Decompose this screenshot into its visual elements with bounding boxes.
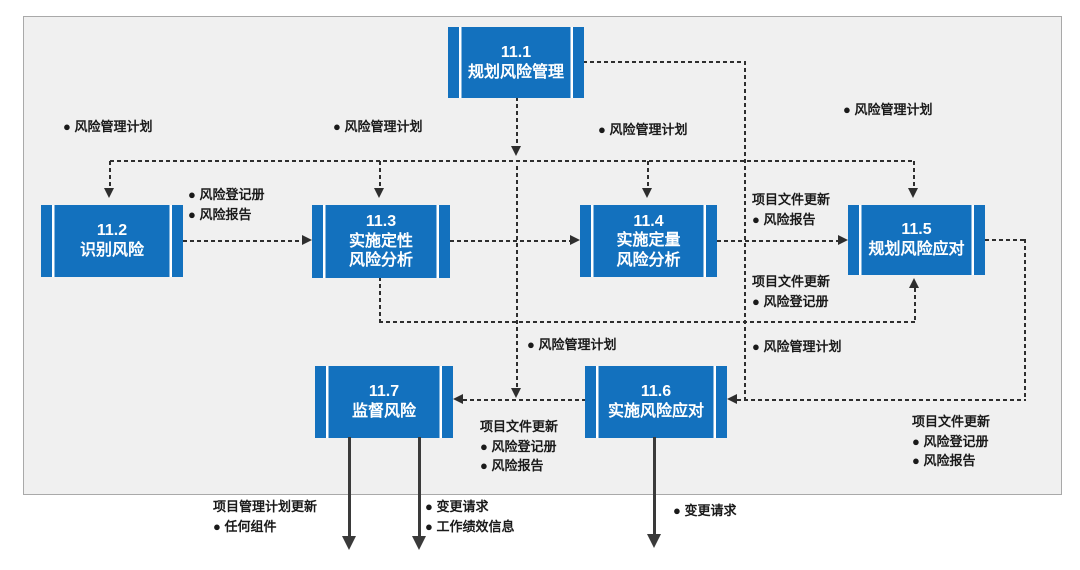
flow-line-into-116-right (737, 399, 1026, 401)
arrowhead-onto-116-117-line (511, 388, 521, 398)
arrowhead-into-117-right (453, 394, 463, 404)
label-outputs-114-to-115-top: 项目文件更新 ● 风险报告 (752, 192, 831, 227)
label-risk-mgmt-plan-112: ● 风险管理计划 (63, 119, 153, 134)
flow-line-111-down-upper (516, 97, 518, 146)
flow-line-111-right (583, 61, 746, 63)
process-box-11-4-quantitative-analysis: 11.4 实施定量 风险分析 (580, 205, 717, 277)
arrowhead-onto-main-line (511, 146, 521, 156)
arrowhead-into-114-left (570, 235, 580, 245)
label-risk-mgmt-plan-116-left: ● 风险管理计划 (527, 337, 617, 352)
label-outputs-117-pm-plan: 项目管理计划更新 ● 任何组件 (213, 499, 318, 534)
flow-line-drop-to-114 (647, 161, 649, 189)
process-name: 实施定性 风险分析 (348, 232, 413, 270)
label-outputs-117-changes: ● 变更请求 ● 工作绩效信息 (425, 499, 515, 534)
output-arrowhead-116 (647, 534, 661, 548)
flow-line-right-branch-vertical (744, 61, 746, 400)
arrowhead-into-114-top (642, 188, 652, 198)
process-number: 11.1 (500, 43, 532, 61)
arrowhead-into-113-left (302, 235, 312, 245)
arrowhead-into-115-bottom (909, 278, 919, 288)
flow-line-main-distribution (110, 160, 915, 162)
arrowhead-into-115-top (908, 188, 918, 198)
process-box-11-3-qualitative-analysis: 11.3 实施定性 风险分析 (312, 205, 450, 278)
arrowhead-into-116-right (727, 394, 737, 404)
process-number: 11.2 (96, 222, 128, 240)
flow-line-drop-to-112 (109, 161, 111, 189)
flow-line-112-to-113 (183, 240, 302, 242)
flow-line-116-to-117 (463, 399, 585, 401)
process-box-11-7-monitor-risks: 11.7 监督风险 (315, 366, 453, 438)
label-outputs-112-to-113: ● 风险登记册 ● 风险报告 (188, 187, 265, 222)
output-arrowhead-117-left (342, 536, 356, 550)
label-risk-mgmt-plan-115: ● 风险管理计划 (843, 102, 933, 117)
label-outputs-116-changes: ● 变更请求 (673, 503, 737, 518)
output-arrowhead-117-right (412, 536, 426, 550)
label-risk-mgmt-plan-116-right: ● 风险管理计划 (752, 339, 842, 354)
process-number: 11.5 (901, 221, 932, 239)
output-arrow-117-right (418, 437, 421, 536)
process-name: 实施风险应对 (607, 403, 704, 420)
process-number: 11.6 (640, 383, 672, 401)
label-outputs-115-to-116: 项目文件更新 ● 风险登记册 ● 风险报告 (912, 414, 991, 468)
label-outputs-116-to-117: 项目文件更新 ● 风险登记册 ● 风险报告 (480, 419, 559, 473)
output-arrow-116 (653, 437, 656, 534)
flow-line-drop-to-113 (379, 161, 381, 189)
flow-line-113-down (379, 277, 381, 322)
process-name: 监督风险 (351, 403, 416, 420)
process-box-11-2-identify-risks: 11.2 识别风险 (41, 205, 183, 277)
flow-line-drop-to-115 (913, 161, 915, 189)
process-name: 实施定量 风险分析 (616, 232, 681, 269)
process-box-11-1-plan-risk-management: 11.1 规划风险管理 (448, 27, 584, 98)
flow-line-114-to-115 (717, 240, 838, 242)
process-name: 识别风险 (79, 242, 144, 259)
process-number: 11.3 (365, 213, 397, 231)
flow-line-115-right-out (985, 239, 1026, 241)
process-number: 11.7 (368, 383, 400, 401)
flow-line-up-to-115-bottom (914, 288, 916, 322)
process-name: 规划风险管理 (467, 63, 564, 81)
flow-line-111-down-lower (516, 166, 518, 388)
arrowhead-into-115-left (838, 235, 848, 245)
label-outputs-114-to-115-bottom: 项目文件更新 ● 风险登记册 (752, 274, 831, 309)
flow-line-bottom-distribution (379, 321, 916, 323)
output-arrow-117-left (348, 437, 351, 536)
flow-line-right-loop-vertical (1024, 239, 1026, 400)
label-risk-mgmt-plan-113: ● 风险管理计划 (333, 119, 423, 134)
flow-line-113-to-114 (450, 240, 570, 242)
arrowhead-into-113-top (374, 188, 384, 198)
arrowhead-into-112-top (104, 188, 114, 198)
process-name: 规划风险应对 (868, 241, 965, 258)
process-box-11-5-plan-risk-responses: 11.5 规划风险应对 (848, 205, 985, 275)
process-box-11-6-implement-risk-responses: 11.6 实施风险应对 (585, 366, 727, 438)
process-number: 11.4 (633, 212, 664, 230)
label-risk-mgmt-plan-114: ● 风险管理计划 (598, 122, 688, 137)
